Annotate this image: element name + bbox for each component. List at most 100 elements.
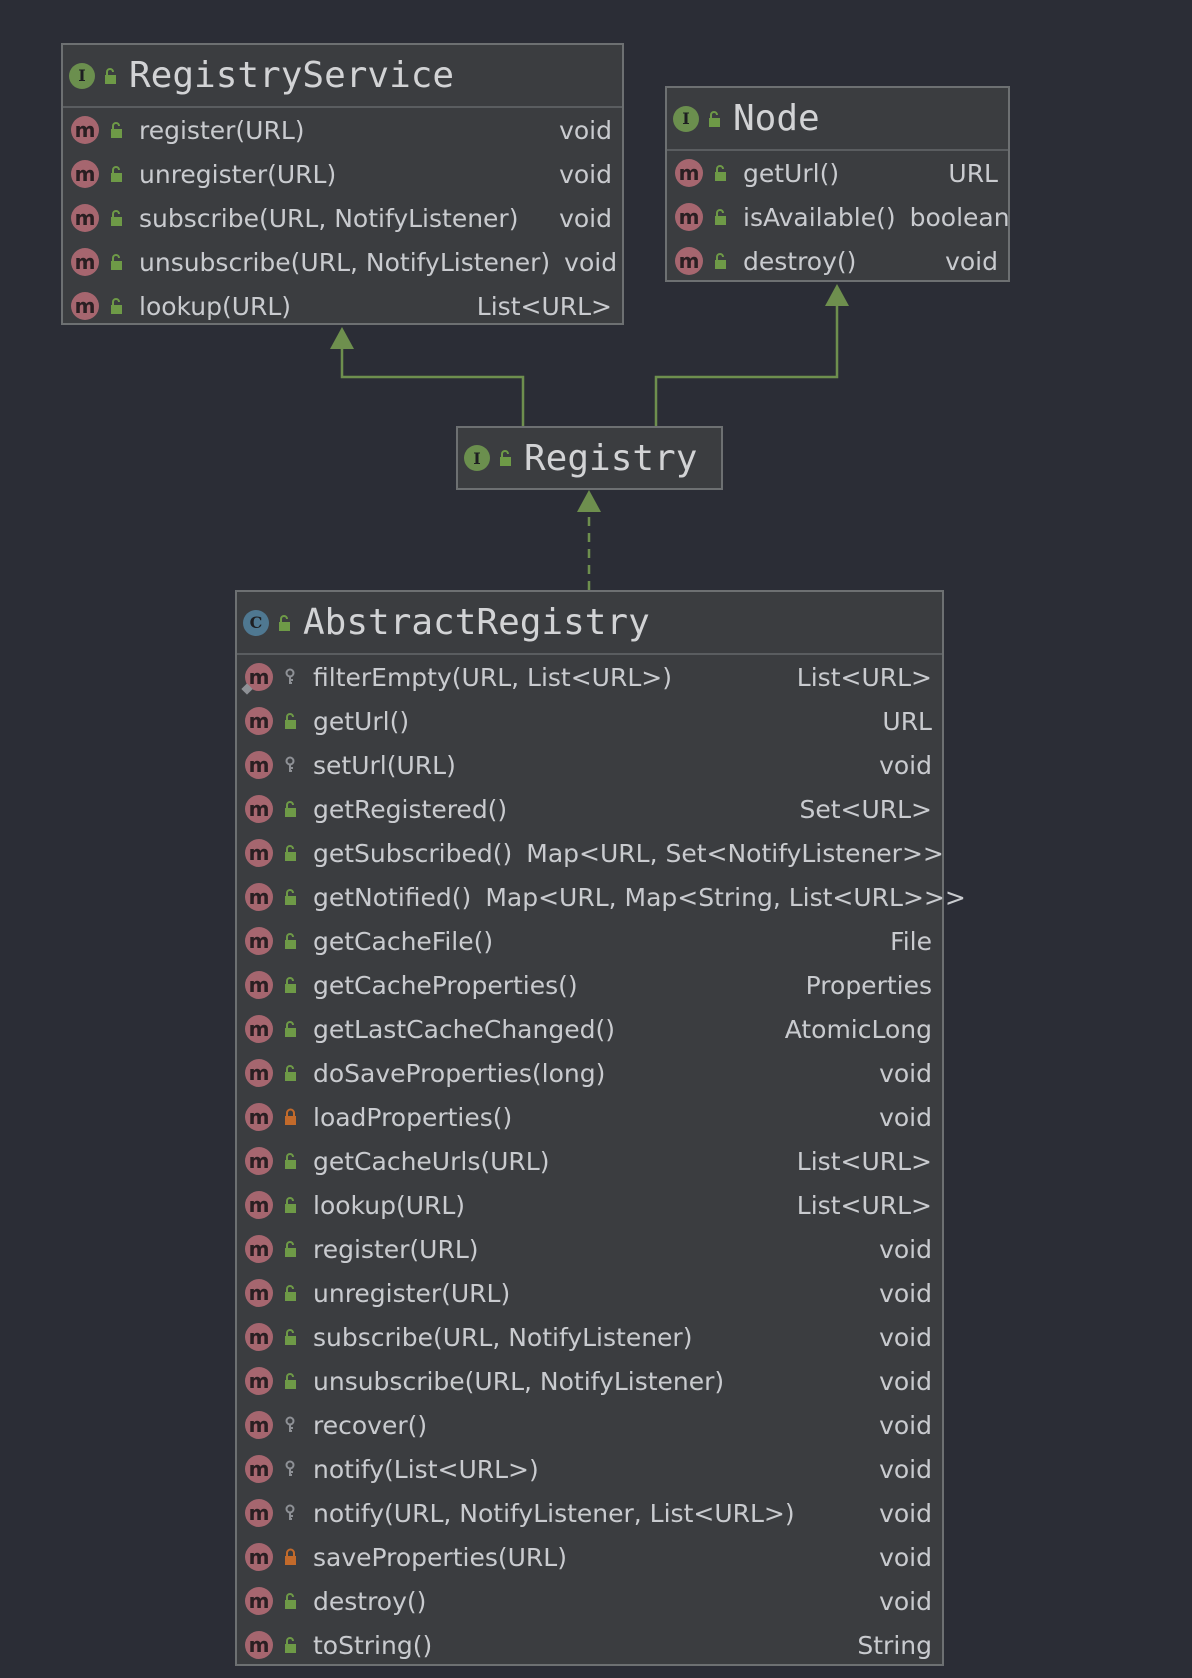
- method-return-type: void: [879, 1234, 932, 1264]
- method-signature: destroy(): [313, 1586, 427, 1616]
- public-lock-icon: [715, 165, 726, 181]
- protected-key-icon: [285, 756, 295, 772]
- public-lock-icon: [285, 1021, 296, 1037]
- public-lock-icon: [715, 253, 726, 269]
- public-lock-icon: [285, 801, 296, 817]
- public-lock-icon: [285, 889, 296, 905]
- public-lock-icon: [111, 210, 122, 226]
- method-signature: getSubscribed(): [313, 838, 513, 868]
- method-icon: m: [245, 1059, 273, 1087]
- method-signature: recover(): [313, 1410, 428, 1440]
- method-signature: saveProperties(URL): [313, 1542, 567, 1572]
- method-signature: getCacheProperties(): [313, 970, 578, 1000]
- public-lock-icon: [279, 614, 290, 631]
- method-icon: m: [245, 1411, 273, 1439]
- method-row[interactable]: m recover() void: [237, 1403, 942, 1447]
- method-signature: getCacheFile(): [313, 926, 494, 956]
- method-signature: getUrl(): [313, 706, 410, 736]
- public-lock-icon: [285, 1065, 296, 1081]
- method-icon: m: [245, 1499, 273, 1527]
- method-icon: m: [245, 1587, 273, 1615]
- public-lock-icon: [285, 1153, 296, 1169]
- public-lock-icon: [285, 1197, 296, 1213]
- method-return-type: Set<URL>: [799, 794, 932, 824]
- interface-icon: I: [464, 445, 490, 471]
- method-signature: filterEmpty(URL, List<URL>): [313, 662, 672, 692]
- method-signature: register(URL): [139, 115, 305, 145]
- method-return-type: void: [879, 1542, 932, 1572]
- method-signature: lookup(URL): [139, 291, 292, 321]
- method-return-type: void: [945, 246, 998, 276]
- method-icon: m: [245, 663, 273, 691]
- method-return-type: AtomicLong: [784, 1014, 932, 1044]
- method-icon: m: [245, 1455, 273, 1483]
- method-return-type: void: [559, 115, 612, 145]
- method-icon: m: [245, 1235, 273, 1263]
- node-header: I Node: [667, 88, 1008, 151]
- class-title: RegistryService: [129, 55, 455, 96]
- public-lock-icon: [500, 450, 511, 466]
- registry-box[interactable]: I Registry: [456, 426, 723, 490]
- public-lock-icon: [285, 845, 296, 861]
- protected-key-icon: [285, 1460, 295, 1476]
- method-icon: m: [245, 1147, 273, 1175]
- public-lock-icon: [105, 67, 116, 84]
- method-icon: m: [675, 203, 703, 231]
- method-signature: subscribe(URL, NotifyListener): [313, 1322, 693, 1352]
- public-lock-icon: [111, 254, 122, 270]
- public-lock-icon: [111, 122, 122, 138]
- method-signature: unregister(URL): [139, 159, 337, 189]
- method-signature: unsubscribe(URL, NotifyListener): [139, 247, 551, 277]
- method-icon: m: [71, 248, 99, 276]
- method-icon: m: [245, 1015, 273, 1043]
- arrowhead-registryservice: [330, 327, 354, 349]
- method-return-type: boolean: [909, 202, 1010, 232]
- method-signature: getCacheUrls(URL): [313, 1146, 550, 1176]
- method-icon: m: [245, 795, 273, 823]
- public-lock-icon: [285, 1329, 296, 1345]
- public-lock-icon: [285, 1593, 296, 1609]
- public-lock-icon: [285, 977, 296, 993]
- method-return-type: void: [879, 1410, 932, 1440]
- method-return-type: List<URL>: [476, 291, 612, 321]
- method-return-type: void: [879, 1498, 932, 1528]
- method-return-type: void: [559, 203, 612, 233]
- public-lock-icon: [285, 1241, 296, 1257]
